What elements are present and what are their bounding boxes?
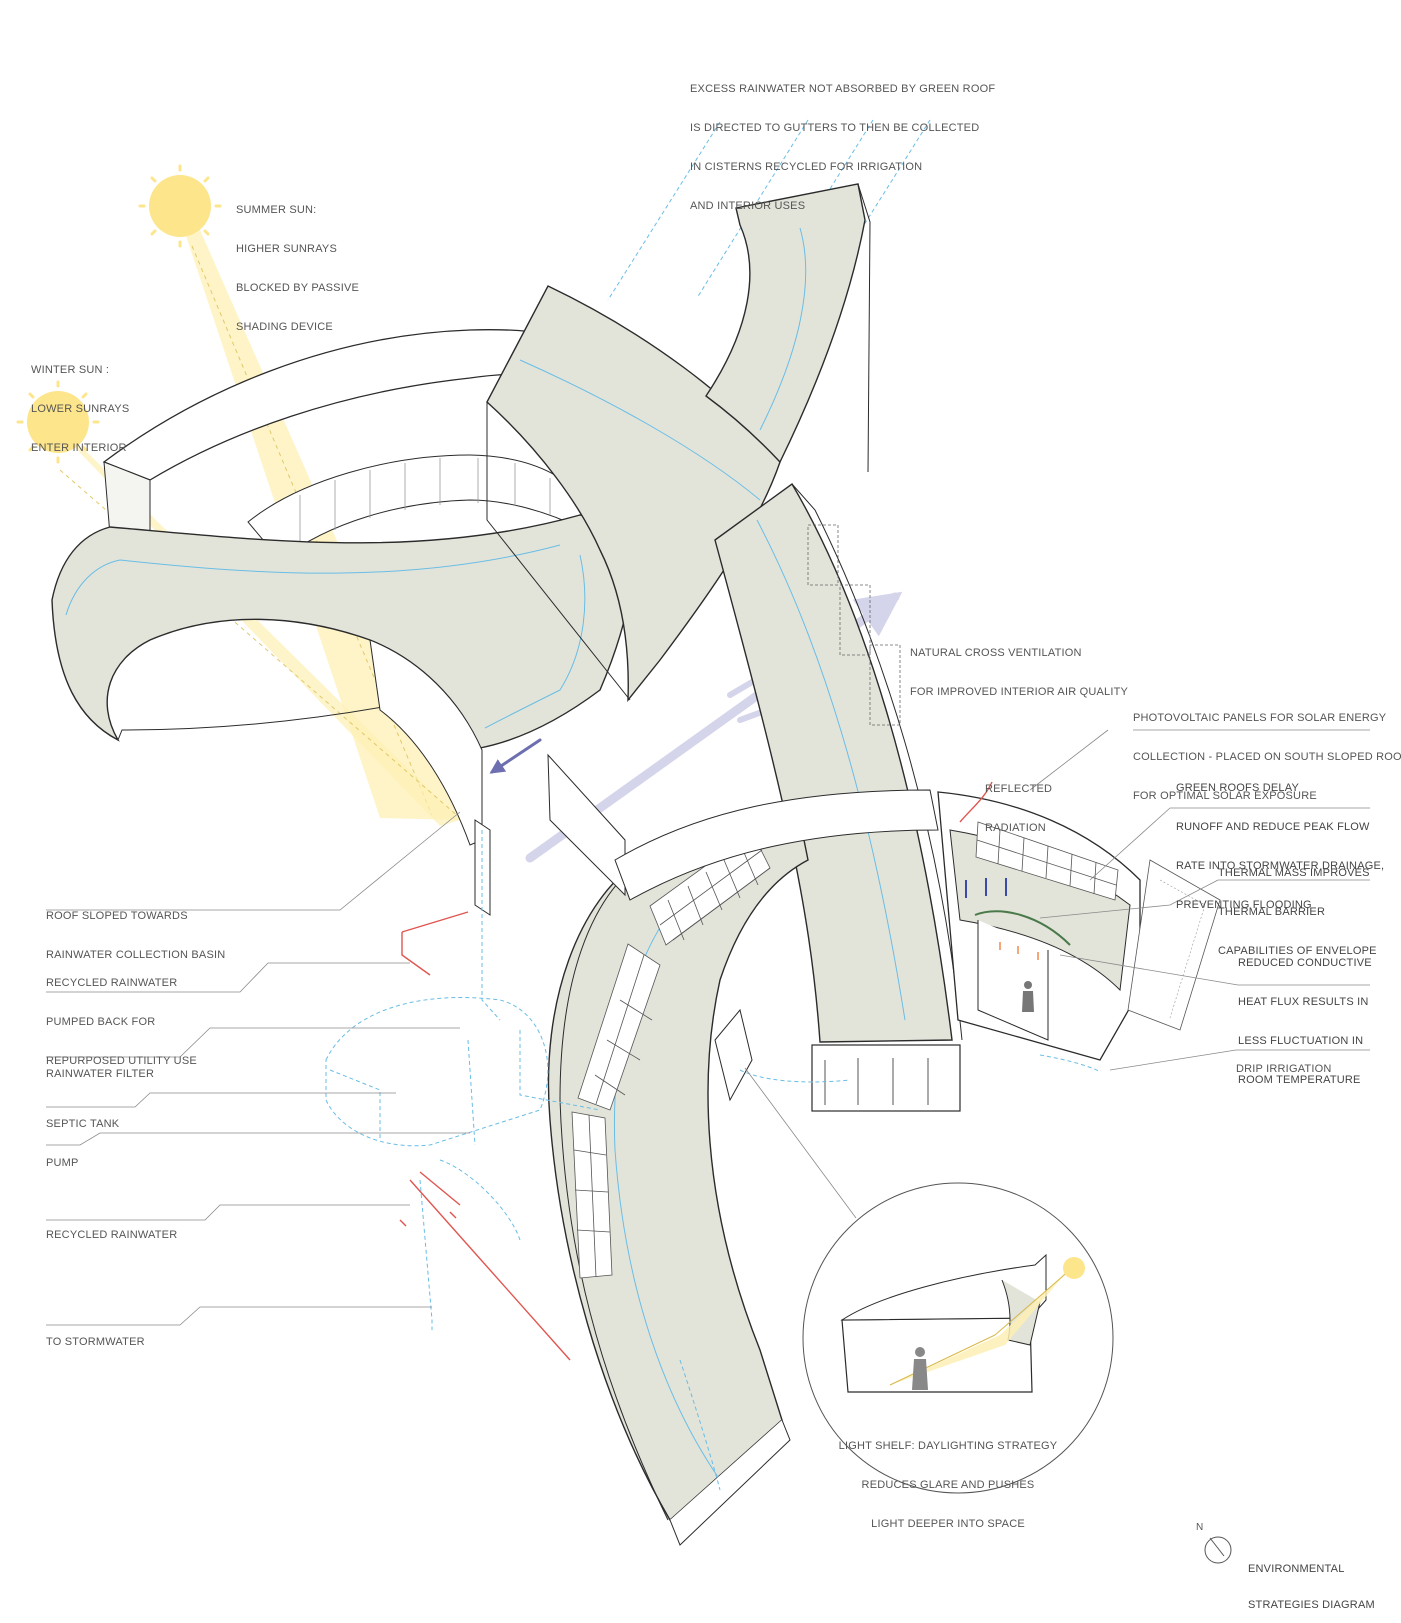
- svg-text:N: N: [1196, 1522, 1203, 1533]
- to-stormwater-label: TO STORMWATER: [46, 1310, 145, 1362]
- drip-irrigation-label: DRIP IRRIGATION: [1236, 1037, 1332, 1089]
- diagram-title: ENVIRONMENTAL STRATEGIES DIAGRAM: [1248, 1539, 1375, 1623]
- lower-curved-roof: [548, 820, 808, 1545]
- reflected-radiation-label: REFLECTED RADIATION: [985, 757, 1052, 848]
- rainwater-filter-label: RAINWATER FILTER: [46, 1042, 154, 1094]
- north-arrow-icon: N: [1196, 1522, 1231, 1563]
- light-shelf-label: LIGHT SHELF: DAYLIGHTING STRATEGY REDUCE…: [838, 1414, 1058, 1544]
- cross-ventilation-label: NATURAL CROSS VENTILATION FOR IMPROVED I…: [910, 621, 1128, 712]
- summer-sun-label: SUMMER SUN: HIGHER SUNRAYS BLOCKED BY PA…: [236, 178, 359, 347]
- winter-sun-label: WINTER SUN : LOWER SUNRAYS ENTER INTERIO…: [31, 338, 129, 468]
- recycled-pipes: [400, 912, 570, 1360]
- pump-label: PUMP: [46, 1131, 79, 1183]
- recycled-rainwater-label: RECYCLED RAINWATER: [46, 1203, 177, 1255]
- excess-rainwater-label: EXCESS RAINWATER NOT ABSORBED BY GREEN R…: [690, 57, 995, 226]
- summer-sun-icon: [140, 166, 220, 246]
